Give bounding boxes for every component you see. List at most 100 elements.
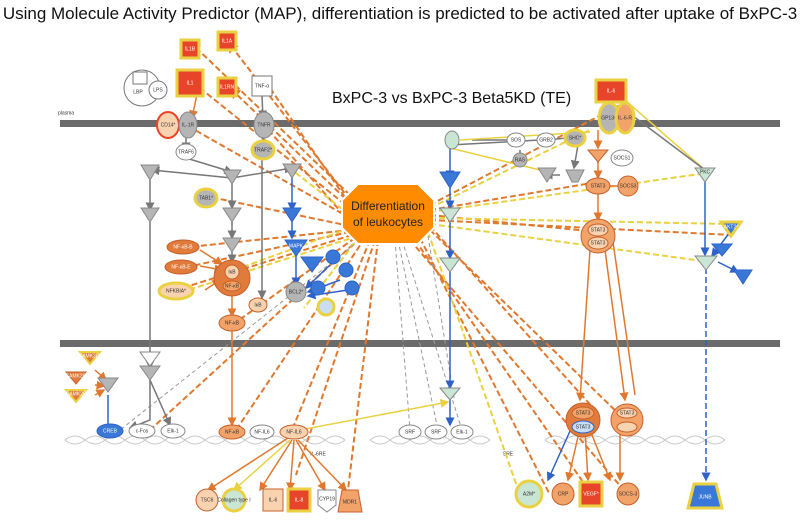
node-jak[interactable] xyxy=(586,149,610,163)
node-nfkb-complex[interactable]: IκB NF-κB xyxy=(213,259,251,297)
node-socs1[interactable]: SOCS1 xyxy=(610,149,634,167)
node-cyp19[interactable]: CYP19 xyxy=(317,489,337,513)
node-mapkk-mid[interactable] xyxy=(222,207,242,223)
node-stat3a[interactable]: STAT3 xyxy=(585,177,611,195)
node-nfil6w-label: NF-IL6 xyxy=(254,429,270,435)
node-camk[interactable]: CAMK2D* xyxy=(77,351,103,366)
node-mdr1[interactable]: MDR1 xyxy=(337,489,363,513)
node-nfil6-white[interactable]: NF-IL6 xyxy=(249,424,275,440)
node-stat3-nuclear-right[interactable]: STAT3 xyxy=(610,403,644,437)
node-il1[interactable]: IL1 xyxy=(175,68,205,98)
node-nfil6-label: NF-IL6 xyxy=(286,429,302,435)
hub-line-2: of leukocytes xyxy=(353,215,423,229)
node-il1r[interactable]: IL-1R xyxy=(178,111,198,139)
node-mapkk-right[interactable] xyxy=(282,207,302,223)
node-blue-tri-3[interactable] xyxy=(733,269,753,285)
node-nfkb2[interactable]: NF-κB-E xyxy=(164,259,198,275)
node-nfil6[interactable]: NF-IL6 xyxy=(279,424,309,440)
node-shc[interactable]: SHC* xyxy=(563,128,587,148)
node-camk2[interactable]: CAMK2G xyxy=(64,371,88,385)
node-nfkb1[interactable]: NF-κB-B xyxy=(166,239,200,255)
node-tnfr[interactable]: TNFR xyxy=(253,111,275,139)
node-elk[interactable]: Elk-1 xyxy=(450,424,474,440)
node-blue-tri-2[interactable] xyxy=(710,243,734,257)
node-cd14[interactable]: CD14* xyxy=(156,111,180,139)
node-creb[interactable]: CREB xyxy=(96,423,124,439)
node-nfkbia[interactable]: NFKBIA* xyxy=(157,281,195,301)
node-vegf[interactable]: VEGF* xyxy=(578,480,604,508)
node-bcl[interactable]: BCL2* xyxy=(285,281,307,303)
node-traf2[interactable]: TRAF2* xyxy=(250,139,276,161)
node-collagen[interactable]: Collagen type I xyxy=(217,487,251,513)
node-erk-1[interactable] xyxy=(439,171,461,189)
node-srf1[interactable]: SRF xyxy=(398,424,422,440)
node-elk1-label: Elk-1 xyxy=(167,428,179,434)
node-a2m[interactable]: A2M* xyxy=(514,479,544,509)
node-nfkb1-label: NF-κB-B xyxy=(173,244,193,250)
node-stat3e-label: STAT3 xyxy=(576,424,591,430)
node-grb2[interactable]: GRB2 xyxy=(536,132,556,148)
node-camk-target[interactable] xyxy=(97,377,119,393)
node-traf6[interactable]: TRAF6 xyxy=(175,143,197,161)
node-tsc[interactable]: TSC6 xyxy=(195,488,219,512)
node-mapkkk-left[interactable] xyxy=(140,164,160,181)
node-il1b[interactable]: IL1B xyxy=(179,38,201,60)
node-il1a[interactable]: IL1A xyxy=(216,30,238,52)
node-tnfa[interactable]: TNF-α xyxy=(251,75,273,97)
plasma-label: plasma xyxy=(58,110,74,116)
node-blue-3[interactable] xyxy=(344,280,360,296)
node-blue-2[interactable] xyxy=(338,262,354,278)
node-ras[interactable]: RAS xyxy=(512,152,528,168)
node-mek[interactable] xyxy=(537,167,557,183)
node-socs3[interactable]: SOCS3 xyxy=(617,175,639,197)
node-nuclear-mapk[interactable] xyxy=(139,365,161,381)
node-il6-target[interactable]: IL-6 xyxy=(262,488,284,512)
node-akt2[interactable]: AKT2* xyxy=(718,220,744,239)
node-traf6-label: TRAF6 xyxy=(178,149,194,155)
node-ikk[interactable] xyxy=(222,237,242,253)
node-blue-4[interactable] xyxy=(316,297,336,317)
node-mapk-blue[interactable]: MAPK xyxy=(284,239,308,257)
node-stat3-nuclear-left[interactable]: STAT3 STAT3 xyxy=(565,402,601,438)
node-elk1[interactable]: Elk-1 xyxy=(160,423,186,439)
hub-differentiation-of-leukocytes[interactable]: Differentiation of leukocytes xyxy=(341,183,435,245)
node-il1-label: IL1 xyxy=(187,80,194,86)
page-title: Using Molecule Activity Predictor (MAP),… xyxy=(2,4,798,23)
node-ptprf[interactable] xyxy=(444,130,460,150)
node-blue-tri-1[interactable] xyxy=(693,255,719,271)
node-il6t-label: IL-6 xyxy=(269,497,278,503)
node-erk-4[interactable] xyxy=(438,387,462,401)
node-sos[interactable]: SOS xyxy=(506,132,526,148)
node-socs3b-label: SOCS-3 xyxy=(619,491,638,497)
node-il1rn-label: IL1RN xyxy=(220,84,235,90)
node-socs3-target[interactable]: SOCS-3 xyxy=(616,482,640,506)
node-cfos[interactable]: c-Fos xyxy=(128,423,156,439)
node-nfkb-nuclear[interactable]: NF-κB xyxy=(218,314,246,332)
node-ikb-2[interactable]: IκB xyxy=(248,297,268,313)
node-erk-2[interactable] xyxy=(439,207,461,223)
node-lps-label: LPS xyxy=(153,87,163,93)
node-mapkkk-mid[interactable] xyxy=(222,169,242,185)
node-pkc[interactable]: PKC xyxy=(694,167,716,183)
node-il1rn[interactable]: IL1RN xyxy=(216,76,238,98)
node-mapk-blue-2[interactable] xyxy=(300,256,324,273)
node-mapkk-left[interactable] xyxy=(140,207,160,223)
node-crp[interactable]: CRP xyxy=(551,482,575,506)
node-junb[interactable]: JUNB xyxy=(686,482,724,510)
node-il6r[interactable]: IL-6-R xyxy=(614,101,636,135)
node-mapkkk-right[interactable] xyxy=(282,163,302,179)
node-tab1[interactable]: TAB1* xyxy=(193,187,219,209)
node-lbp-complex[interactable]: LBP LPS xyxy=(123,69,168,107)
node-nuclear-white-tri[interactable] xyxy=(139,351,161,367)
node-blue-1[interactable] xyxy=(325,249,341,265)
node-stat3-dimer[interactable]: STAT3 STAT3 xyxy=(580,218,616,254)
node-il8-target[interactable]: IL-8 xyxy=(286,487,312,513)
node-camk3[interactable]: CAMK2B xyxy=(63,389,89,404)
node-srf2[interactable]: SRF xyxy=(424,424,448,440)
node-raf[interactable] xyxy=(565,169,585,183)
node-il6-ligand[interactable]: IL-6 xyxy=(594,78,628,104)
node-nfkb-dna[interactable]: NF-κB xyxy=(218,424,246,440)
node-blue-5[interactable] xyxy=(310,280,326,296)
node-grb2-label: GRB2 xyxy=(539,137,553,143)
node-erk-3[interactable] xyxy=(439,257,461,273)
